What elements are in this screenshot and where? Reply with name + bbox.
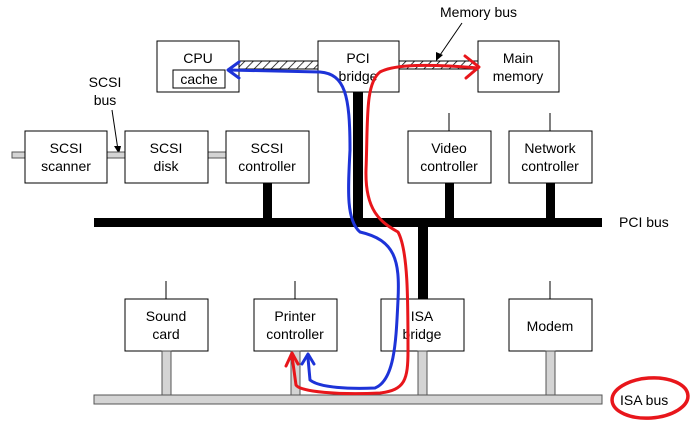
isa-bridge-box: ISA bridge bbox=[380, 298, 465, 352]
scsi-controller-box: SCSI controller bbox=[225, 130, 310, 184]
scsi-bus-pointer bbox=[111, 109, 119, 151]
red-arrowhead-memory bbox=[463, 54, 481, 80]
memory-bus-pointer bbox=[437, 22, 463, 59]
red-annotation-path bbox=[290, 63, 480, 396]
scsi-bus-label-2: bus bbox=[94, 92, 117, 108]
scsi-bus-disk-controller bbox=[207, 151, 227, 159]
isa-bridge-pci-connector bbox=[418, 227, 428, 299]
cpu-box: CPU cache bbox=[156, 40, 240, 93]
printer-controller-label-2: controller bbox=[266, 326, 324, 342]
scsi-bus-left-stub bbox=[11, 151, 27, 159]
scsi-scanner-label-2: scanner bbox=[41, 158, 91, 174]
scsi-scanner-box: SCSI scanner bbox=[24, 130, 108, 184]
scsi-controller-label-1: SCSI bbox=[251, 140, 284, 156]
pci-bridge-connector bbox=[353, 92, 363, 218]
red-circle-isa-bus bbox=[610, 376, 690, 420]
pci-bridge-box: PCI bridge bbox=[317, 40, 400, 93]
main-memory-label-2: memory bbox=[493, 68, 544, 84]
scsi-bus-label-1: SCSI bbox=[89, 74, 122, 90]
network-controller-box: Network controller bbox=[508, 130, 593, 184]
sound-card-isa-connector bbox=[161, 350, 172, 396]
pci-bus-label: PCI bus bbox=[619, 214, 669, 230]
memory-bus-cpu-segment bbox=[238, 60, 320, 70]
isa-bus bbox=[93, 394, 603, 405]
pci-bridge-label-1: PCI bbox=[346, 50, 369, 66]
network-controller-label-2: controller bbox=[521, 158, 579, 174]
cache-box bbox=[172, 69, 226, 89]
red-arrowhead-printer bbox=[284, 351, 300, 368]
scsi-scanner-label-1: SCSI bbox=[50, 140, 83, 156]
main-memory-label-1: Main bbox=[503, 50, 533, 66]
printer-controller-box: Printer controller bbox=[253, 298, 338, 352]
modem-isa-connector bbox=[545, 350, 556, 396]
scsi-controller-label-2: controller bbox=[238, 158, 296, 174]
modem-box: Modem bbox=[508, 298, 593, 352]
cpu-label: CPU bbox=[183, 50, 213, 66]
modem-label: Modem bbox=[527, 318, 574, 334]
scsi-disk-label-2: disk bbox=[154, 158, 180, 174]
video-controller-label-2: controller bbox=[420, 158, 478, 174]
video-controller-label-1: Video bbox=[431, 140, 467, 156]
scsi-bus-scanner-disk bbox=[106, 151, 126, 159]
blue-arrowhead-cache bbox=[226, 60, 241, 80]
scsi-disk-box: SCSI disk bbox=[124, 130, 209, 184]
network-controller-pci-connector bbox=[546, 183, 555, 219]
video-controller-pci-connector bbox=[445, 183, 454, 219]
isa-bridge-label-1: ISA bbox=[411, 308, 434, 324]
sound-card-box: Sound card bbox=[124, 298, 209, 352]
scsi-disk-label-1: SCSI bbox=[150, 140, 183, 156]
pci-bus bbox=[94, 218, 602, 227]
memory-bus-label: Memory bus bbox=[440, 4, 517, 20]
main-memory-box: Main memory bbox=[477, 40, 560, 93]
sound-card-label-1: Sound bbox=[146, 308, 186, 324]
isa-bridge-label-2: bridge bbox=[403, 326, 442, 342]
video-controller-box: Video controller bbox=[407, 130, 492, 184]
blue-arrowhead-printer bbox=[300, 352, 316, 366]
isa-bridge-isa-connector bbox=[417, 350, 428, 396]
blue-annotation-path bbox=[227, 68, 400, 390]
printer-controller-label-1: Printer bbox=[274, 308, 316, 324]
isa-bus-label: ISA bus bbox=[620, 392, 668, 408]
sound-card-label-2: card bbox=[152, 326, 179, 342]
memory-bus-pointer-arrowhead bbox=[436, 52, 443, 61]
scsi-controller-pci-connector bbox=[263, 183, 272, 219]
cache-label: cache bbox=[180, 71, 218, 87]
pci-bridge-label-2: bridge bbox=[339, 68, 378, 84]
network-controller-label-1: Network bbox=[524, 140, 576, 156]
